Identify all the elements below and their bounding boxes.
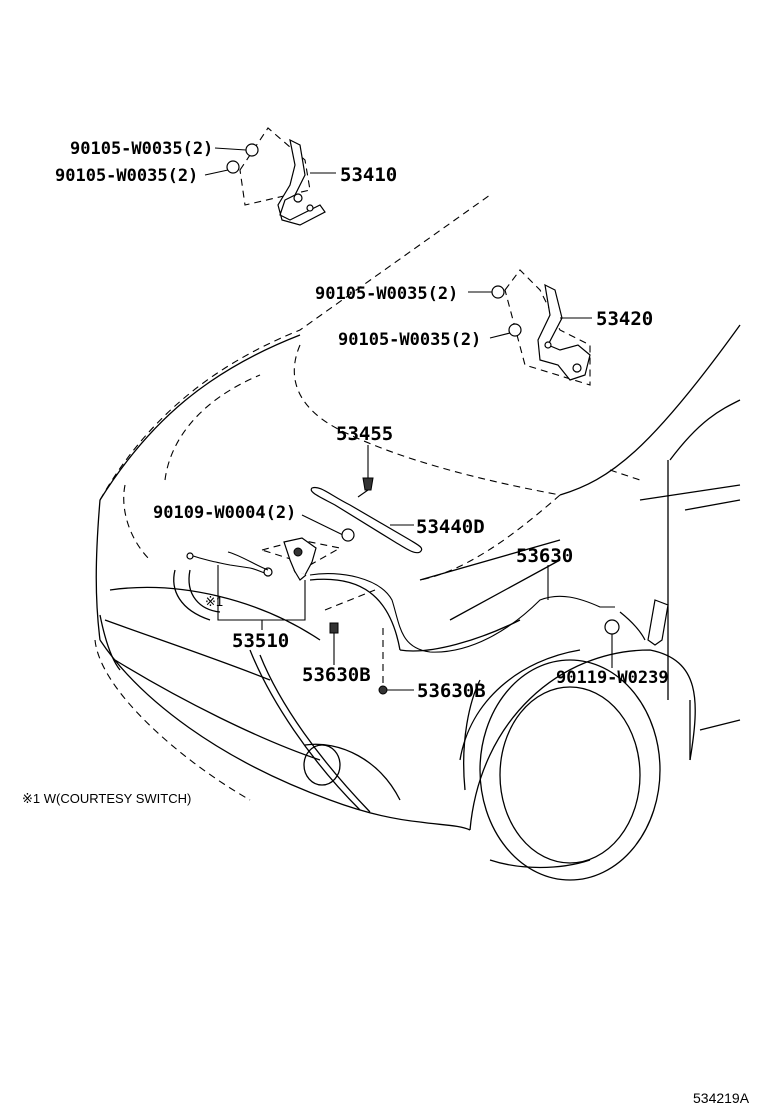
callout-bolt-90109: 90109-W0004(2) — [153, 503, 296, 523]
callout-bolt-53420-b: 90105-W0035(2) — [338, 330, 481, 350]
callout-clip-53455: 53455 — [336, 423, 393, 445]
bolt-icon — [245, 143, 259, 157]
hinge-rh-part — [537, 283, 591, 381]
footnote-courtesy-switch: ※1 W(COURTESY SWITCH) — [22, 791, 191, 806]
bolt-icon — [491, 285, 505, 299]
support-rod — [310, 486, 423, 554]
bolt-icon — [341, 528, 355, 542]
bolt-icon — [226, 160, 240, 174]
connector-icon — [263, 567, 273, 577]
callout-lock-53510: 53510 — [232, 630, 289, 652]
hinge-rh-group — [468, 269, 592, 386]
hinge-lh-group — [204, 127, 336, 226]
callout-labels: 90105-W0035(2) 90105-W0035(2) 53410 9010… — [55, 139, 669, 702]
callout-cable-53630: 53630 — [516, 545, 573, 567]
clamp-icon — [378, 685, 388, 695]
callout-clamp-53630b-a: 53630B — [302, 664, 371, 686]
callout-bolt-53420-a: 90105-W0035(2) — [315, 284, 458, 304]
callout-rod-53440d: 53440D — [416, 516, 485, 538]
callout-bolt-53410-b: 90105-W0035(2) — [55, 166, 198, 186]
hood-lock-part — [283, 537, 317, 581]
release-cable-group — [309, 565, 669, 695]
clamp-icon — [329, 622, 339, 634]
hood-lock-group — [186, 514, 355, 630]
screw-icon — [604, 619, 620, 635]
callout-screw-90119: 90119-W0239 — [556, 668, 669, 688]
connector-icon — [186, 552, 194, 560]
clip-icon — [362, 477, 374, 491]
bolt-icon — [508, 323, 522, 337]
release-lever — [604, 599, 669, 646]
callout-clamp-53630b-b: 53630B — [417, 680, 486, 702]
hood-rod-group — [310, 445, 423, 554]
callout-bolt-53410-a: 90105-W0035(2) — [70, 139, 213, 159]
hinge-lh-part — [277, 138, 326, 226]
note-marker: ※1 — [205, 594, 223, 609]
callout-hinge-rh: 53420 — [596, 308, 653, 330]
diagram-reference-number: 534219A — [693, 1090, 750, 1106]
callout-hinge-lh: 53410 — [340, 164, 397, 186]
vehicle-outline — [94, 194, 741, 881]
